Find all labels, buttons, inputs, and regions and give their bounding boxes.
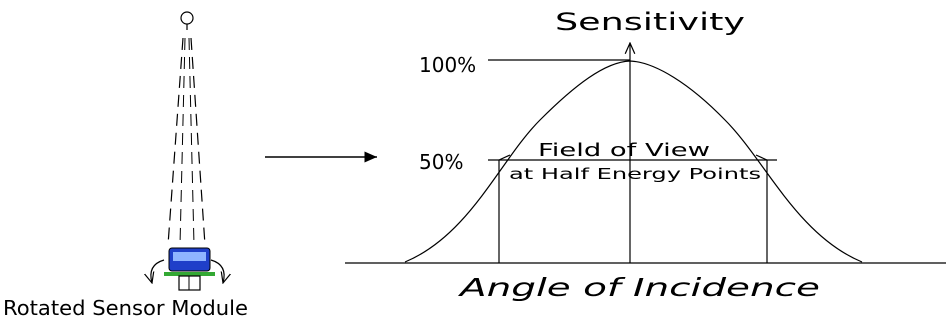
pct-50-label: 50% (419, 150, 463, 174)
fov-left-arrowhead (498, 154, 511, 161)
light-source-icon (180, 11, 194, 30)
sensor-caption: Rotated Sensor Module (3, 296, 248, 320)
sensor-module-icon (151, 247, 224, 291)
fov-right-arrowhead (755, 154, 768, 161)
x-axis-label: Angle of Incidence (457, 273, 820, 302)
beam-lines (167, 37, 206, 246)
sensitivity-curve (404, 60, 863, 263)
fov-title: Field of View (538, 140, 710, 161)
fov-subtitle: at Half Energy Points (509, 165, 761, 183)
pct-100-label: 100% (419, 53, 476, 77)
chart-title: Sensitivity (555, 8, 745, 36)
